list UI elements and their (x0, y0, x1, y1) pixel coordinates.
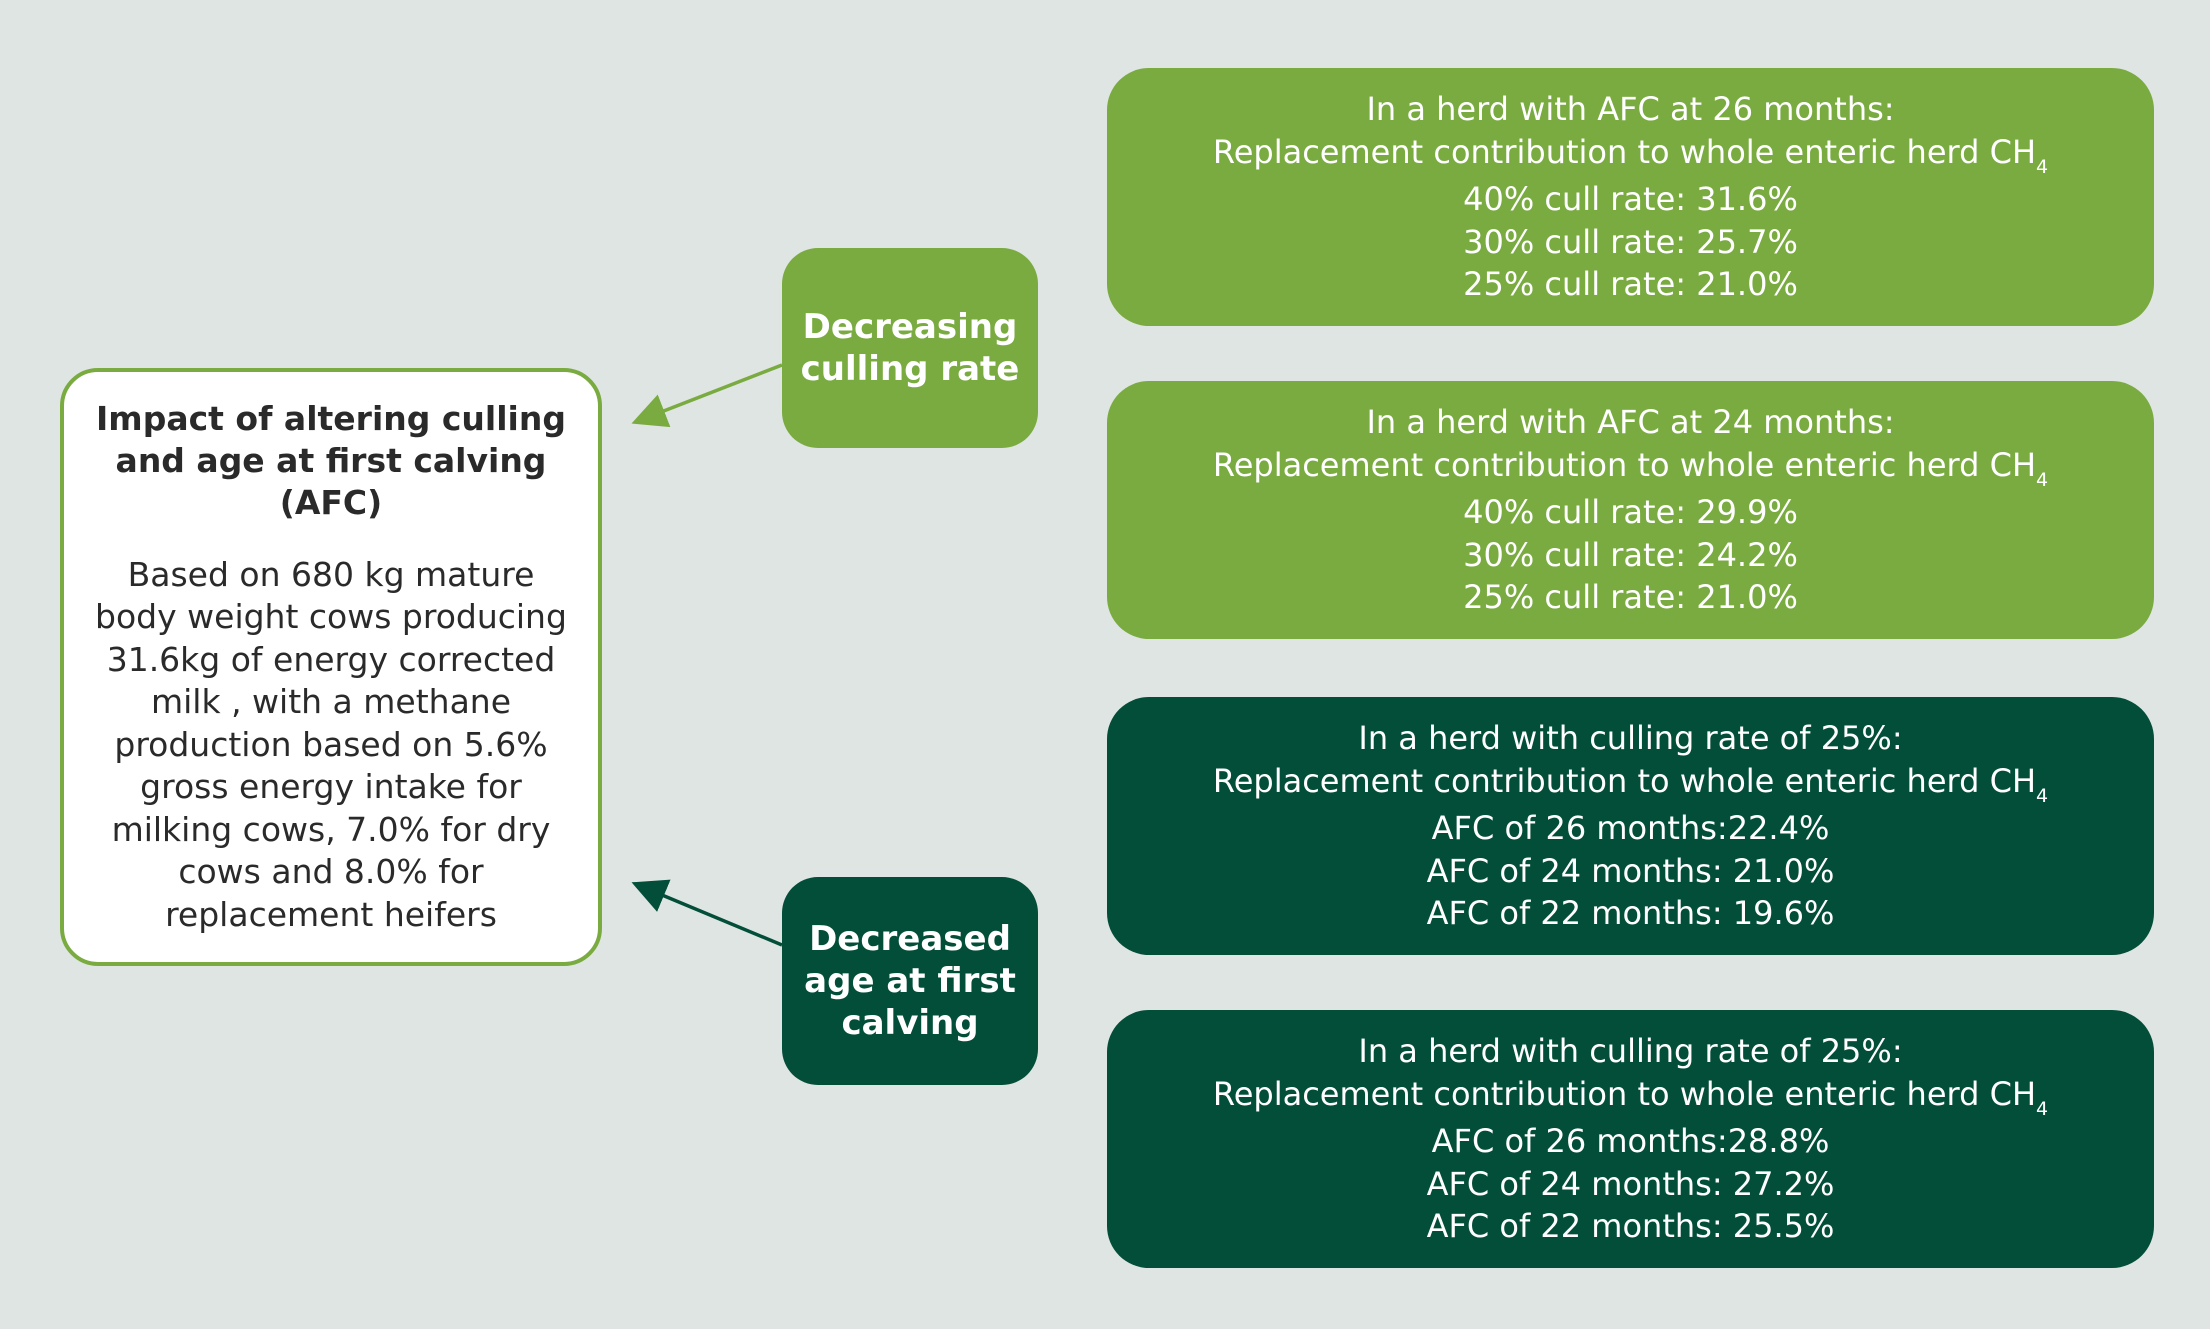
panel-row: AFC of 24 months: 21.0% (1426, 851, 1835, 890)
culling-rate-label-box: Decreasing culling rate (782, 248, 1038, 448)
afc-label: Decreased age at first calving (804, 919, 1016, 1043)
panel-row: 25% cull rate: 21.0% (1463, 265, 1798, 304)
culling-25-panel-b: In a herd with culling rate of 25%: Repl… (1107, 1010, 2154, 1268)
panel-contribution: Replacement contribution to whole enteri… (1212, 761, 2049, 807)
panel-row: 25% cull rate: 21.0% (1463, 578, 1798, 617)
afc-label-box: Decreased age at first calving (782, 877, 1038, 1085)
panel-row: AFC of 22 months: 19.6% (1426, 894, 1835, 933)
afc-26-panel: In a herd with AFC at 26 months: Replace… (1107, 68, 2154, 326)
panel-contribution: Replacement contribution to whole enteri… (1212, 445, 2049, 491)
panel-row: AFC of 24 months: 27.2% (1426, 1164, 1835, 1203)
culling-25-panel-a: In a herd with culling rate of 25%: Repl… (1107, 697, 2154, 955)
panel-row: 40% cull rate: 29.9% (1463, 493, 1798, 532)
panel-contribution: Replacement contribution to whole enteri… (1212, 132, 2049, 178)
panel-row: AFC of 26 months:22.4% (1431, 809, 1830, 848)
impact-title: Impact of altering culling and age at fi… (96, 398, 566, 522)
panel-heading: In a herd with AFC at 24 months: (1366, 403, 1895, 442)
culling-rate-label: Decreasing culling rate (800, 307, 1020, 389)
impact-summary-box: Impact of altering culling and age at fi… (60, 368, 602, 966)
panel-row: 30% cull rate: 24.2% (1463, 535, 1798, 574)
panel-heading: In a herd with culling rate of 25%: (1358, 719, 1903, 758)
afc-arrow (631, 879, 783, 947)
panel-row: 40% cull rate: 31.6% (1463, 180, 1798, 219)
panel-row: AFC of 26 months:28.8% (1431, 1122, 1830, 1161)
panel-heading: In a herd with AFC at 26 months: (1366, 90, 1895, 129)
panel-heading: In a herd with culling rate of 25%: (1358, 1032, 1903, 1071)
panel-contribution: Replacement contribution to whole enteri… (1212, 1074, 2049, 1120)
culling-arrow (631, 363, 783, 428)
panel-row: AFC of 22 months: 25.5% (1426, 1207, 1835, 1246)
panel-row: 30% cull rate: 25.7% (1463, 222, 1798, 261)
impact-assumptions: Based on 680 kg mature body weight cows … (95, 554, 567, 934)
afc-24-panel: In a herd with AFC at 24 months: Replace… (1107, 381, 2154, 639)
